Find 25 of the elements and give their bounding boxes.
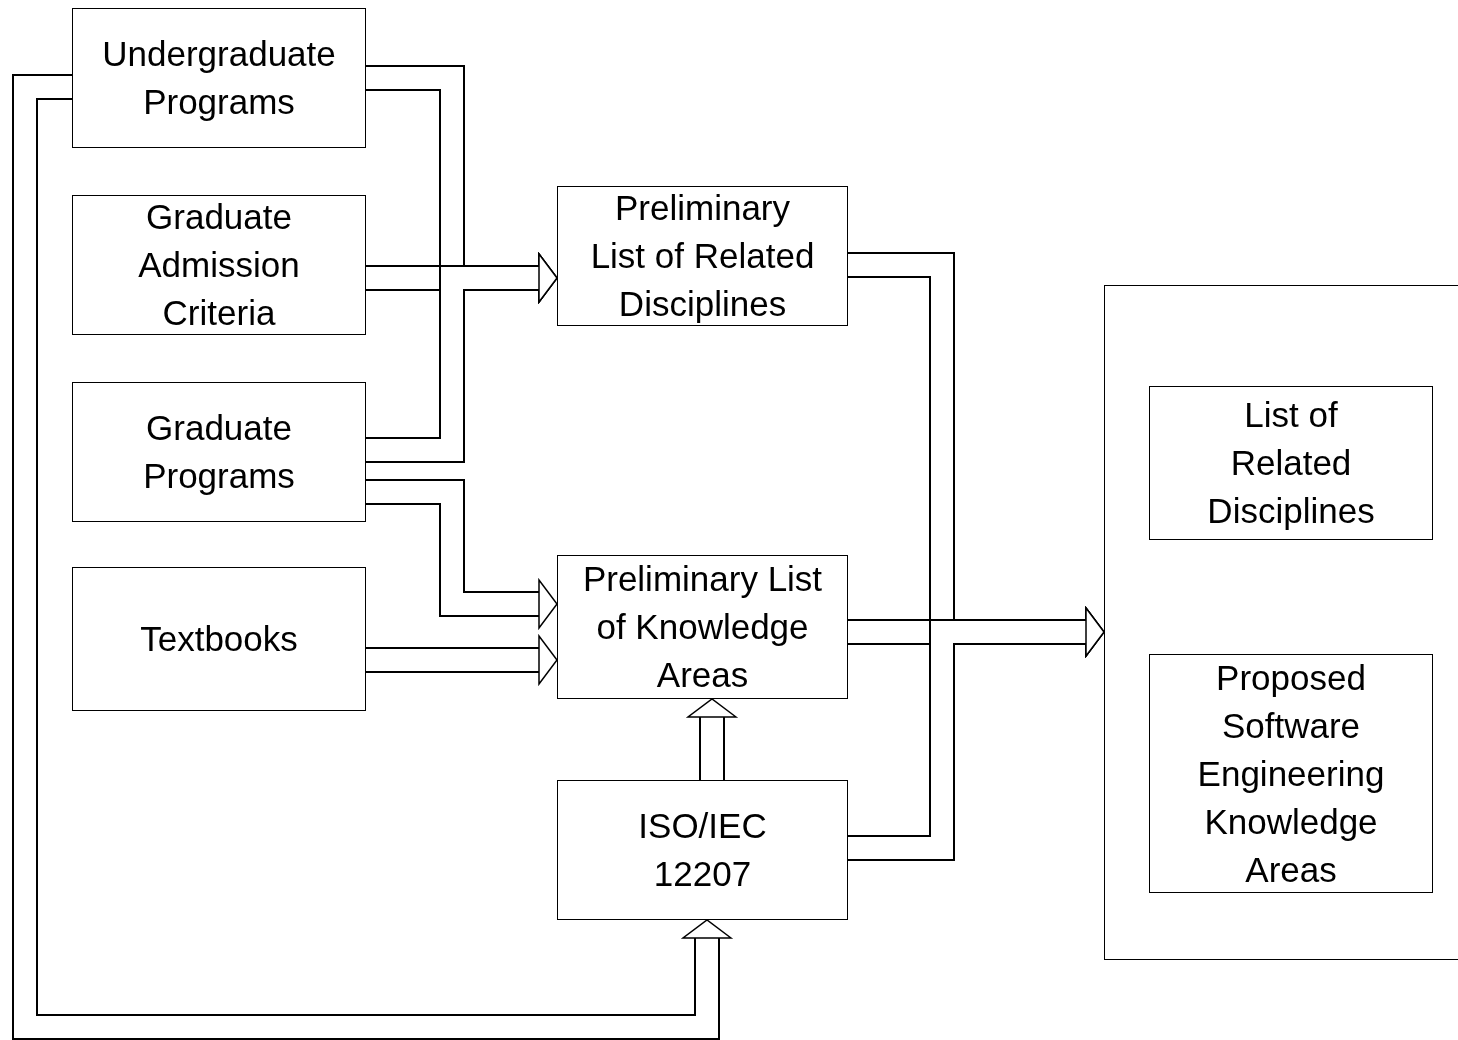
process-box (72, 8, 366, 148)
process-box (1149, 386, 1433, 540)
block-arrow (366, 479, 558, 631)
box-label: Preliminary List of Knowledge Areas (581, 558, 824, 696)
process-box (72, 567, 366, 711)
box-label: ISO/IEC 12207 (637, 805, 768, 895)
block-arrow (848, 605, 1105, 861)
process-box (557, 780, 848, 920)
process-box (72, 382, 366, 522)
process-box (1149, 654, 1433, 893)
process-box (72, 195, 366, 335)
container-box (1104, 285, 1458, 960)
process-box (557, 186, 848, 326)
box-label: Graduate Admission Criteria (137, 196, 301, 334)
process-box (557, 555, 848, 699)
block-arrow (366, 251, 558, 463)
box-label: Textbooks (140, 618, 298, 660)
box-label: Undergraduate Programs (101, 33, 337, 123)
box-label: Graduate Programs (142, 407, 296, 497)
block-arrow (685, 698, 739, 780)
box-label: Proposed Software Engineering Knowledge Areas (1196, 656, 1386, 891)
block-arrow (366, 633, 558, 687)
box-label: List of Related Disciplines (1206, 394, 1376, 532)
box-label: Preliminary List of Related Disciplines (589, 187, 816, 325)
block-arrow (12, 74, 734, 1040)
